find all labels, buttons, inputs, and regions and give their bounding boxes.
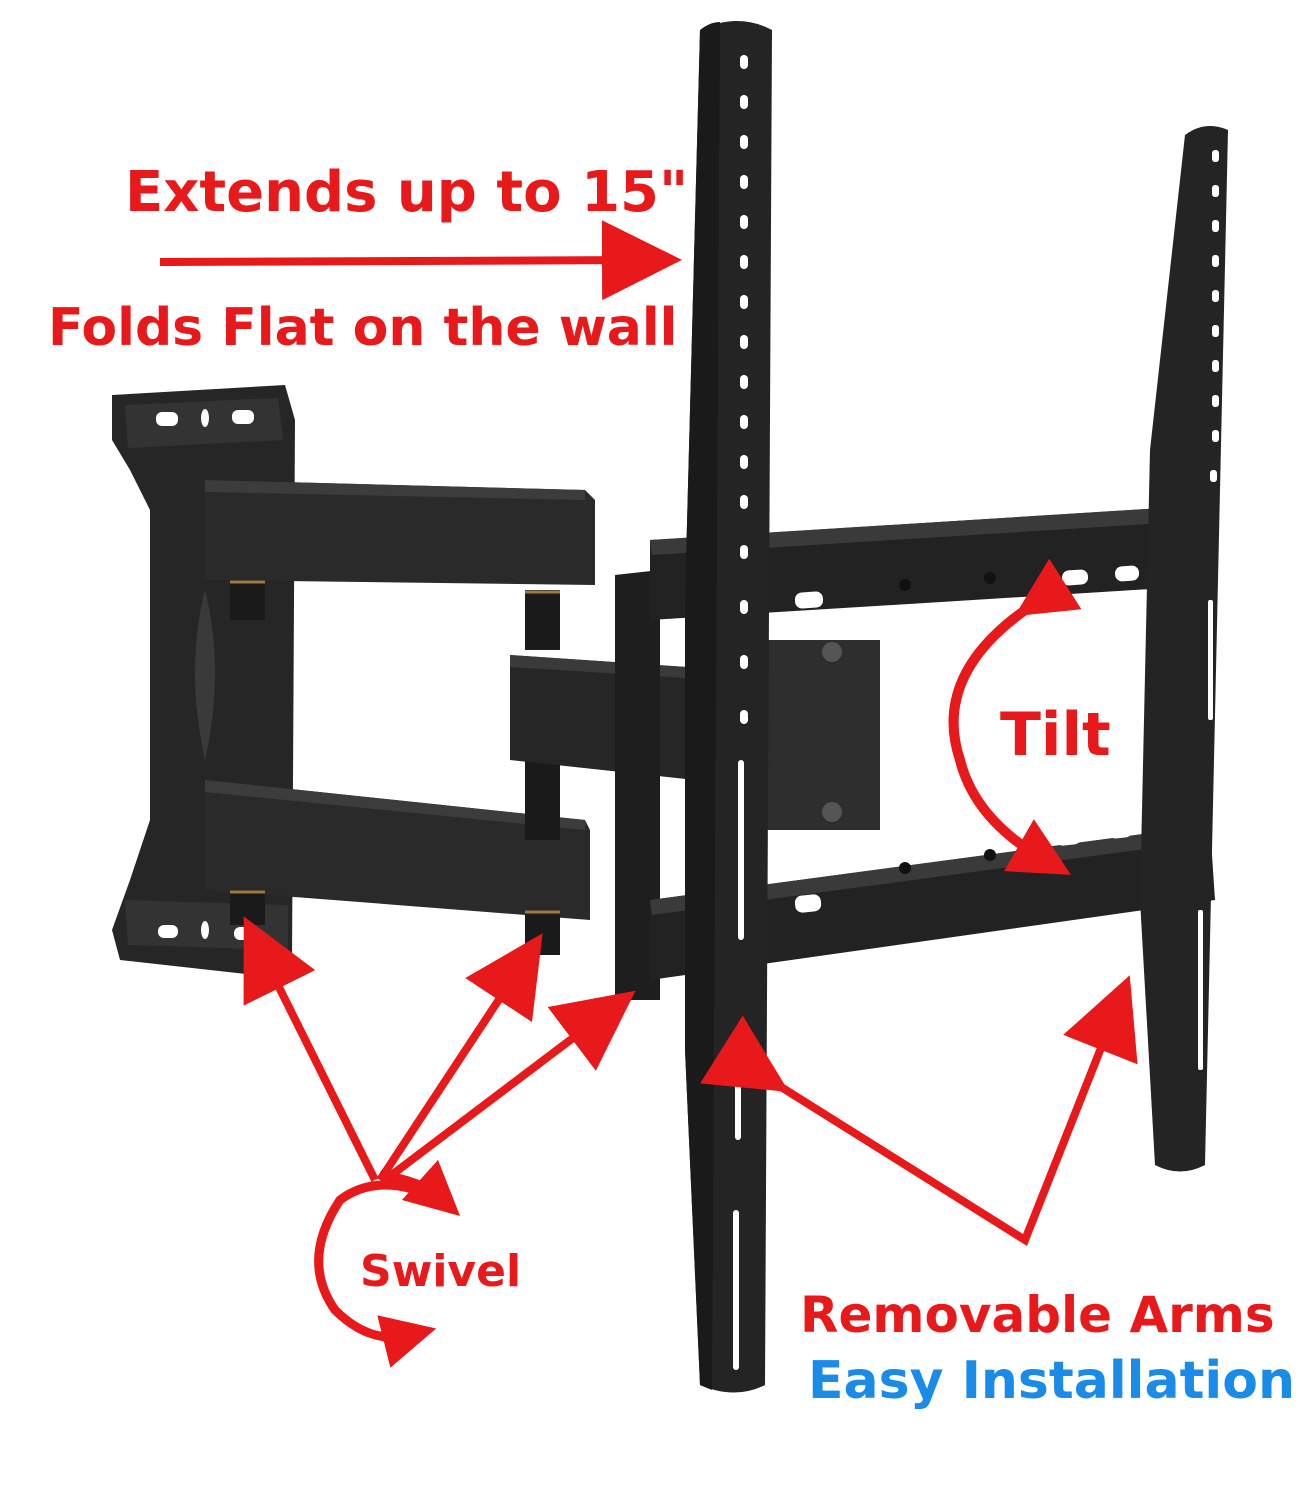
extend-arrow-icon: [159, 220, 682, 301]
lower-swing-arm: [205, 760, 590, 955]
tilt-bracket: [615, 570, 660, 1000]
swivel-arrow-icon: [314, 1159, 461, 1368]
tilt-label: Tilt: [1000, 700, 1111, 770]
easy-installation-label: Easy Installation: [808, 1351, 1295, 1411]
tilt-arrow-icon: [948, 558, 1082, 875]
folds-flat-label: Folds Flat on the wall: [48, 298, 678, 358]
tilt-head-plate: [770, 640, 880, 830]
swivel-label: Swivel: [360, 1246, 522, 1297]
pointer-arrow-icon: [700, 975, 1138, 1246]
left-vertical-tv-arm: [685, 21, 772, 1393]
upper-swing-arm: [205, 480, 595, 650]
extends-label: Extends up to 15": [125, 160, 689, 225]
removable-arms-label: Removable Arms: [800, 1286, 1275, 1344]
swivel-pointer-arrows: [243, 916, 636, 1184]
right-vertical-tv-arm: [1140, 126, 1228, 1172]
